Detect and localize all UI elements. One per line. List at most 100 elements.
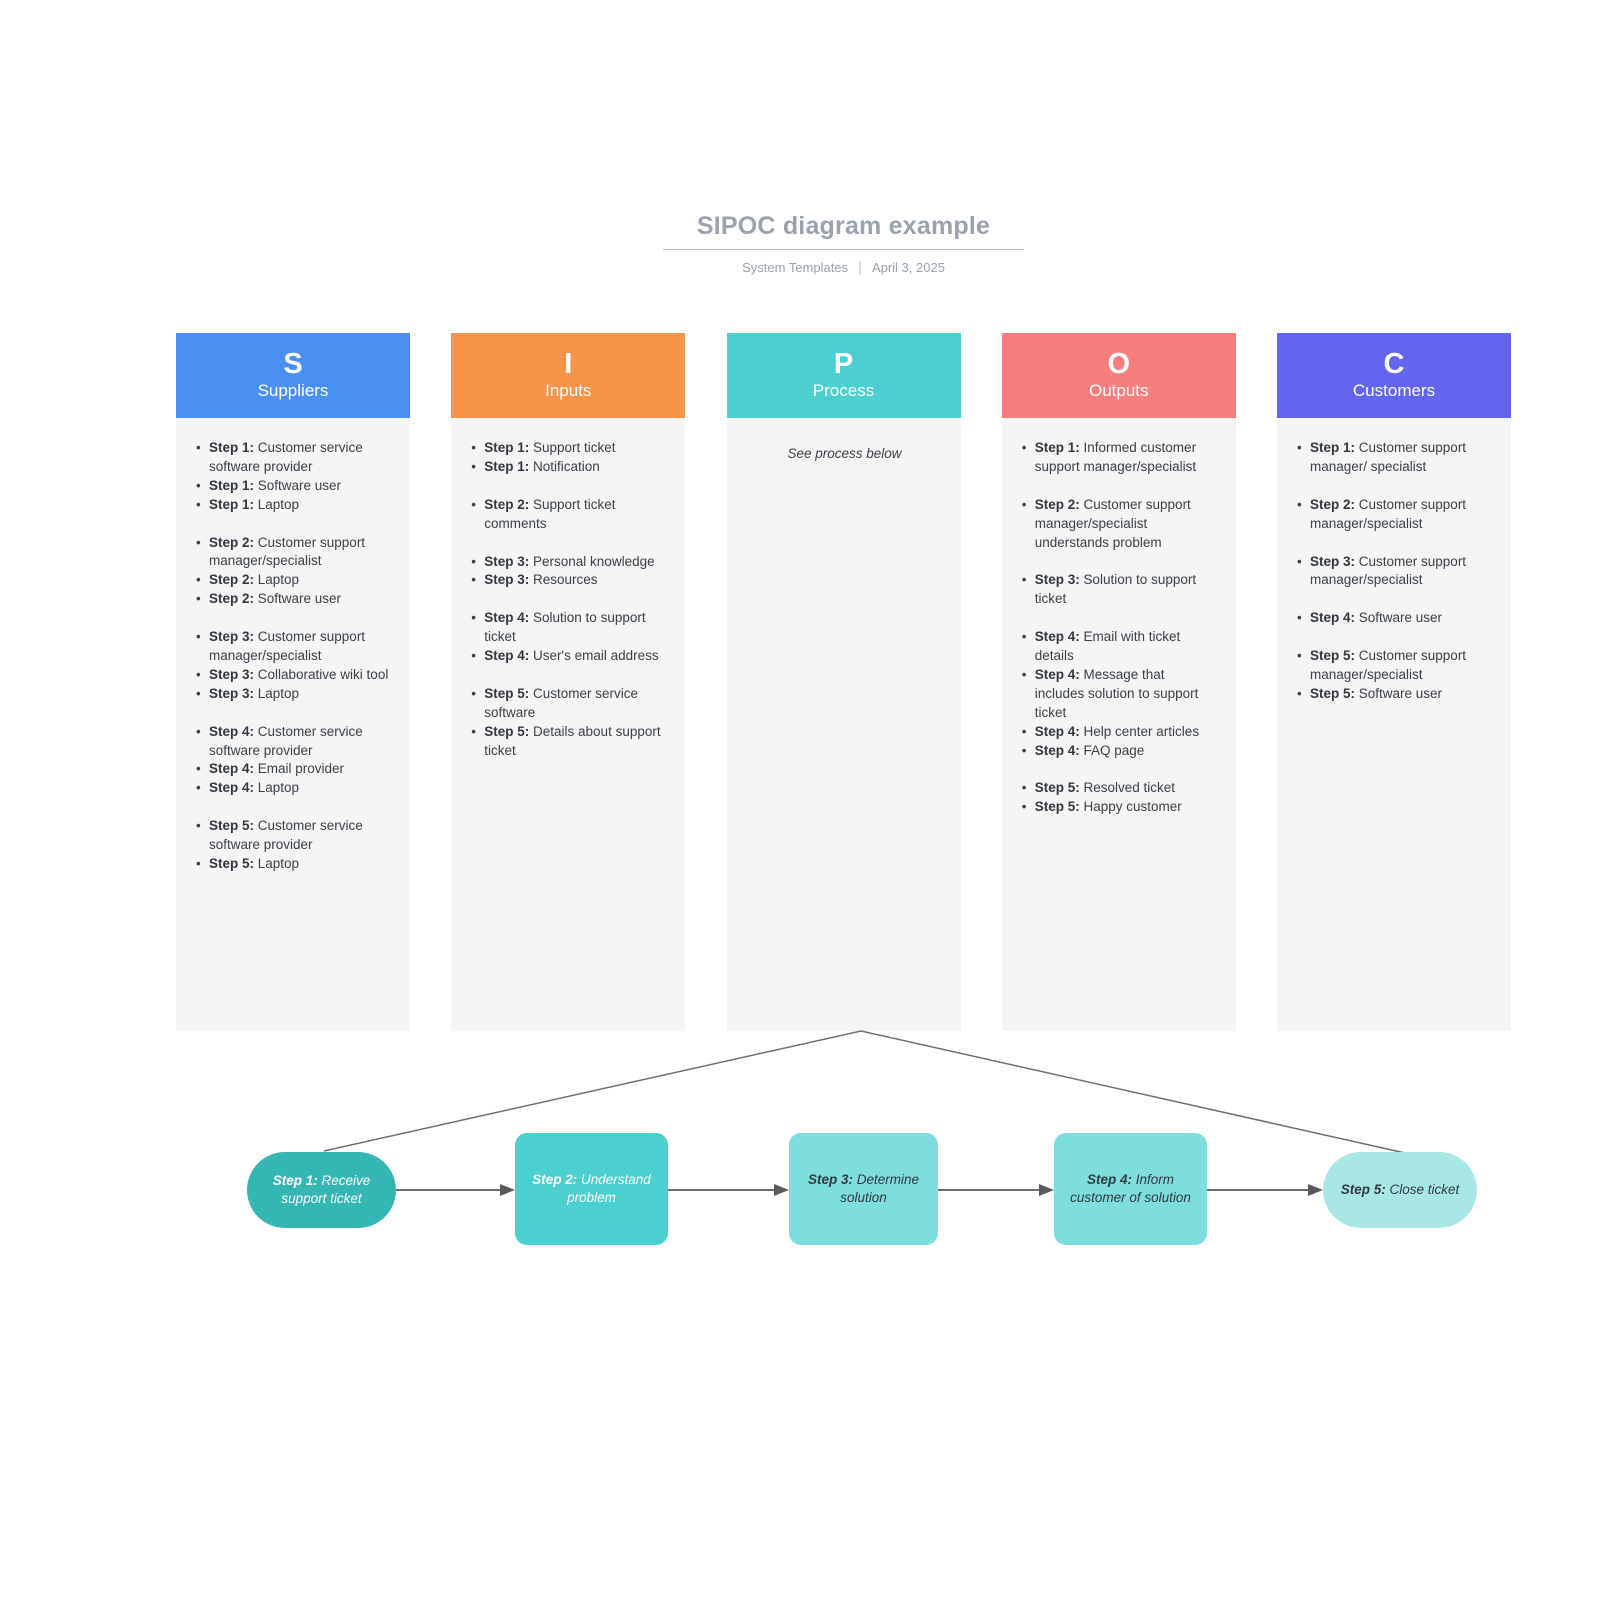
list-item: Step 4: Email with ticket details	[1022, 628, 1218, 666]
process-step-3: Step 3: Determine solution	[789, 1133, 938, 1245]
process-note: See process below	[787, 446, 902, 461]
step-prefix: Step 4:	[209, 780, 255, 796]
step-group-2: Step 2: Customer support manager/special…	[1022, 496, 1218, 553]
process-step-2: Step 2: Understand problem	[515, 1133, 668, 1245]
step-group-3: Step 3: Solution to support ticket	[1022, 571, 1218, 609]
list-item: Step 2: Support ticket comments	[471, 496, 667, 534]
list-item: Step 2: Customer support manager/special…	[1297, 496, 1493, 534]
list-item: Step 1: Customer service software provid…	[196, 439, 392, 477]
list-item: Step 3: Collaborative wiki tool	[196, 666, 392, 685]
list-item: Step 1: Customer support manager/ specia…	[1297, 439, 1493, 477]
list-item: Step 5: Happy customer	[1022, 798, 1218, 817]
step-prefix: Step 1:	[484, 440, 530, 455]
list-item: Step 4: Email provider	[196, 760, 392, 779]
list-item: Step 3: Personal knowledge	[471, 553, 667, 572]
column-body-customers: Step 1: Customer support manager/ specia…	[1277, 418, 1511, 1031]
list-item: Step 5: Laptop	[196, 855, 392, 874]
column-label: Suppliers	[257, 381, 329, 401]
step-prefix: Step 4:	[209, 761, 255, 777]
list-item: Step 4: FAQ page	[1022, 742, 1218, 761]
list-item: Step 2: Customer support manager/special…	[1022, 496, 1218, 553]
process-step-label: Step 3: Determine solution	[807, 1171, 920, 1205]
page-title: SIPOC diagram example	[663, 212, 1024, 250]
sipoc-column-suppliers: SSuppliersStep 1: Customer service softw…	[176, 333, 410, 1031]
step-group-3: Step 3: Customer support manager/special…	[196, 628, 392, 704]
column-label: Outputs	[1088, 381, 1149, 401]
sipoc-column-outputs: OOutputsStep 1: Informed customer suppor…	[1001, 333, 1236, 1031]
step-prefix: Step 1:	[209, 440, 255, 455]
step-prefix: Step 3:	[484, 553, 530, 569]
list-item: Step 4: Help center articles	[1022, 723, 1218, 742]
step-group-2: Step 2: Customer support manager/special…	[196, 534, 392, 610]
step-prefix: Step 2:	[1310, 496, 1356, 512]
step-group-1: Step 1: Customer support manager/ specia…	[1297, 439, 1493, 477]
flow-arrowhead	[774, 1184, 789, 1196]
process-step-5: Step 5: Close ticket	[1323, 1152, 1477, 1228]
column-letter: S	[283, 347, 303, 380]
list-item: Step 1: Support ticket	[471, 439, 667, 458]
process-step-4: Step 4: Inform customer of solution	[1054, 1133, 1207, 1245]
step-prefix: Step 5:	[209, 856, 255, 872]
step-prefix: Step 4:	[1034, 629, 1080, 645]
column-label: Customers	[1352, 381, 1436, 401]
subtitle: System Templates | April 3, 2025	[663, 259, 1024, 276]
column-letter: P	[833, 347, 854, 380]
step-prefix: Step 2:	[1034, 496, 1080, 512]
step-group-2: Step 2: Customer support manager/special…	[1297, 496, 1493, 534]
step-group-4: Step 4: Software user	[1297, 609, 1493, 628]
step-prefix: Step 5:	[1034, 799, 1080, 815]
step-group-4: Step 4: Customer service software provid…	[196, 723, 392, 799]
step-group-2: Step 2: Support ticket comments	[471, 496, 667, 534]
subtitle-divider: |	[858, 259, 862, 276]
list-item: Step 3: Customer support manager/special…	[196, 628, 392, 666]
step-prefix: Step 1:	[1034, 440, 1080, 455]
step-prefix: Step 4:	[1034, 742, 1080, 758]
column-body-process: See process below	[726, 418, 961, 1031]
step-prefix: Step 4:	[1034, 667, 1080, 683]
list-item: Step 5: Details about support ticket	[471, 723, 667, 761]
step-prefix: Step 4:	[1034, 723, 1080, 739]
column-label: Inputs	[545, 381, 592, 401]
list-item: Step 4: User's email address	[471, 647, 667, 666]
step-prefix: Step 3:	[1310, 553, 1356, 569]
list-item: Step 2: Customer support manager/special…	[196, 534, 392, 572]
process-step-label: Step 1: Receive support ticket	[272, 1172, 371, 1206]
list-item: Step 3: Laptop	[196, 685, 392, 704]
list-item: Step 5: Customer service software provid…	[196, 817, 392, 855]
flow-arrowhead	[1039, 1184, 1054, 1196]
process-step-label: Step 5: Close ticket	[1340, 1181, 1460, 1197]
process-step-1: Step 1: Receive support ticket	[247, 1152, 396, 1228]
step-group-5: Step 5: Customer support manager/special…	[1297, 647, 1493, 704]
step-prefix: Step 3:	[209, 629, 255, 645]
column-letter: I	[564, 347, 573, 380]
step-prefix: Step 2:	[209, 572, 255, 588]
column-letter: C	[1383, 347, 1405, 380]
column-label: Process	[812, 381, 875, 401]
list-item: Step 5: Customer service software	[471, 685, 667, 723]
step-prefix: Step 3:	[1034, 572, 1080, 588]
step-prefix: Step 4:	[484, 610, 530, 626]
list-item: Step 4: Laptop	[196, 779, 392, 798]
step-group-1: Step 1: Informed customer support manage…	[1022, 439, 1218, 477]
column-body-suppliers: Step 1: Customer service software provid…	[176, 418, 410, 1031]
list-item: Step 1: Laptop	[196, 496, 392, 515]
step-prefix: Step 2:	[209, 591, 255, 607]
list-item: Step 2: Software user	[196, 590, 392, 609]
flow-arrowhead	[500, 1184, 515, 1196]
step-group-5: Step 5: Customer service software provid…	[196, 817, 392, 874]
step-prefix: Step 3:	[209, 666, 255, 682]
process-step-label: Step 2: Understand problem	[532, 1171, 651, 1205]
list-item: Step 5: Resolved ticket	[1022, 779, 1218, 798]
list-item: Step 4: Solution to support ticket	[471, 609, 667, 647]
step-group-5: Step 5: Customer service softwareStep 5:…	[471, 685, 667, 761]
